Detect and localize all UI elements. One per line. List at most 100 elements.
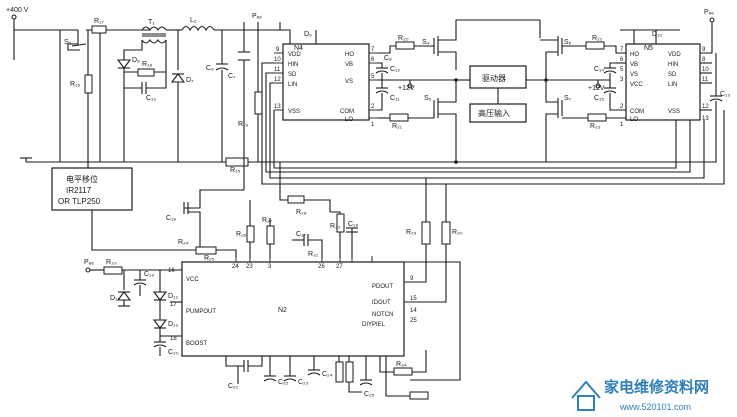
n2-pin-idout: IDOUT xyxy=(372,300,391,306)
n4-num-7: 7 xyxy=(371,47,375,53)
n5-num-6: 6 xyxy=(620,57,624,63)
n4-num-13: 13 xyxy=(274,104,281,110)
n2-pin-pumpout: PUMPOUT xyxy=(186,309,216,315)
r22-label: R₂₂ xyxy=(592,35,603,42)
n5-num-3: 3 xyxy=(620,77,624,83)
n2-pin-pdout: PDOUT xyxy=(372,284,393,290)
n2-num-23: 23 xyxy=(246,264,253,270)
c19-label: C₁₉ xyxy=(144,271,154,278)
level-shift-line3: OR TLP250 xyxy=(58,197,101,206)
n5-num-1: 1 xyxy=(620,122,624,128)
n4-pin-com: COM xyxy=(340,109,354,115)
c11-label: C₁₁ xyxy=(390,95,400,102)
r16-label: R₁₆ xyxy=(70,81,80,88)
c8-label: C₈ xyxy=(384,55,392,62)
r24-label: R₂₄ xyxy=(178,239,189,246)
n2-num-15: 15 xyxy=(410,296,417,302)
n2-pin-diypiel: DIYPIEL xyxy=(362,322,386,328)
c7-label: C₇ xyxy=(228,73,236,80)
n2-pin-boost: BOOST xyxy=(186,341,207,347)
n5-name: N5 xyxy=(644,45,653,52)
n5-num-2: 2 xyxy=(620,104,624,110)
r26-label: R₂₆ xyxy=(236,231,247,238)
n2-num-27: 27 xyxy=(336,264,343,270)
s6-label: S₆ xyxy=(564,39,572,46)
n4-num-1: 1 xyxy=(371,122,375,128)
n4-pin-sd: SD xyxy=(288,72,297,78)
c16-label: C₁₆ xyxy=(166,215,176,222)
n5-output-stage xyxy=(470,20,626,163)
n4-pin-lo: LO xyxy=(345,117,353,123)
r33-label: R₃₃ xyxy=(106,259,117,266)
r32-label: R₃₂ xyxy=(330,223,341,230)
ic-n2 xyxy=(181,256,405,357)
r34-label: R₃₄ xyxy=(396,361,407,368)
n4-output-stage xyxy=(375,19,540,164)
r30-label: R₃₀ xyxy=(452,229,463,236)
n4-pin-vb: VB xyxy=(345,62,353,68)
r23-label: R₂₃ xyxy=(590,123,601,130)
watermark-house-icon xyxy=(571,380,601,411)
v12-left-label: +12V xyxy=(398,85,415,92)
n4-pin-vdd: VDD xyxy=(288,52,301,58)
r18-label: R₁₈ xyxy=(142,61,152,68)
r20-label: R₂₀ xyxy=(398,35,409,42)
r17-label: R₁₇ xyxy=(94,18,104,25)
c18-label: C₁₈ xyxy=(348,221,358,228)
watermark-text: 家电维修资料网 xyxy=(604,378,709,396)
driver-block xyxy=(456,65,546,123)
supply-voltage-label: +400 V xyxy=(6,7,29,14)
n5-pin-vss: VSS xyxy=(668,109,680,115)
n5-pin-lin: LIN xyxy=(668,82,677,88)
n2-left-section xyxy=(85,266,182,356)
n2-num-16: 16 xyxy=(168,268,175,274)
s5-label: S₅ xyxy=(424,95,432,102)
n5-pin-hin: HIN xyxy=(668,62,678,68)
r15-label: R₁₅ xyxy=(230,167,240,174)
l2-label: L₂ xyxy=(190,17,197,24)
s7-label: S₇ xyxy=(564,95,572,102)
s3-label: S₃ xyxy=(64,39,72,46)
n5-num-10: 10 xyxy=(702,67,709,73)
s4-label: S₄ xyxy=(422,39,430,46)
n4-num-11: 11 xyxy=(274,67,281,73)
n4-pin-lin: LIN xyxy=(288,82,297,88)
n5-num-8: 8 xyxy=(702,57,706,63)
n5-num-13: 13 xyxy=(702,116,709,122)
n2-num-18: 18 xyxy=(170,336,177,342)
c21-label: C₂₁ xyxy=(228,383,239,390)
n4-num-12: 12 xyxy=(274,77,281,83)
n2-num-3: 3 xyxy=(268,264,272,270)
n5-pin-lo: LO xyxy=(630,117,638,123)
c17-label: C₁₇ xyxy=(296,231,306,238)
driver-label: 驱动器 xyxy=(482,73,506,83)
n5-pin-vdd: VDD xyxy=(668,52,681,58)
c23-label: C₂₃ xyxy=(298,379,309,386)
c24-label: C₂₄ xyxy=(322,371,333,378)
top-supply-wiring xyxy=(11,14,470,190)
n2-num-25: 25 xyxy=(410,318,417,324)
r21-label: R₂₁ xyxy=(392,123,403,130)
pee-ic-label: Pₑₑ xyxy=(84,259,94,266)
n2-pin-notcn: NOTCN xyxy=(372,312,393,318)
n5-num-7: 7 xyxy=(620,47,624,53)
n2-num-14: 14 xyxy=(410,308,417,314)
d8-label: D₈ xyxy=(132,57,140,64)
c20-label: C₂₀ xyxy=(168,349,179,356)
c14-label: C₁₄ xyxy=(594,66,604,73)
n4-pin-vss: VSS xyxy=(288,109,300,115)
ic-n4 xyxy=(280,29,370,121)
c13-label: C₁₃ xyxy=(720,91,730,98)
n4-num-6: 6 xyxy=(371,57,375,63)
n2-bottom-section xyxy=(225,350,429,400)
t1-label: T₁ xyxy=(148,19,155,26)
c10-label: C₁₀ xyxy=(146,95,156,102)
n2-name: N2 xyxy=(278,307,287,314)
pee-mid-label: Pₑₑ xyxy=(252,13,262,20)
d11-label: D₁₁ xyxy=(110,295,120,302)
n5-num-9: 9 xyxy=(702,47,706,53)
n5-num-11: 11 xyxy=(702,77,709,83)
n2-num-26: 26 xyxy=(318,264,325,270)
n2-num-17: 17 xyxy=(170,302,177,308)
